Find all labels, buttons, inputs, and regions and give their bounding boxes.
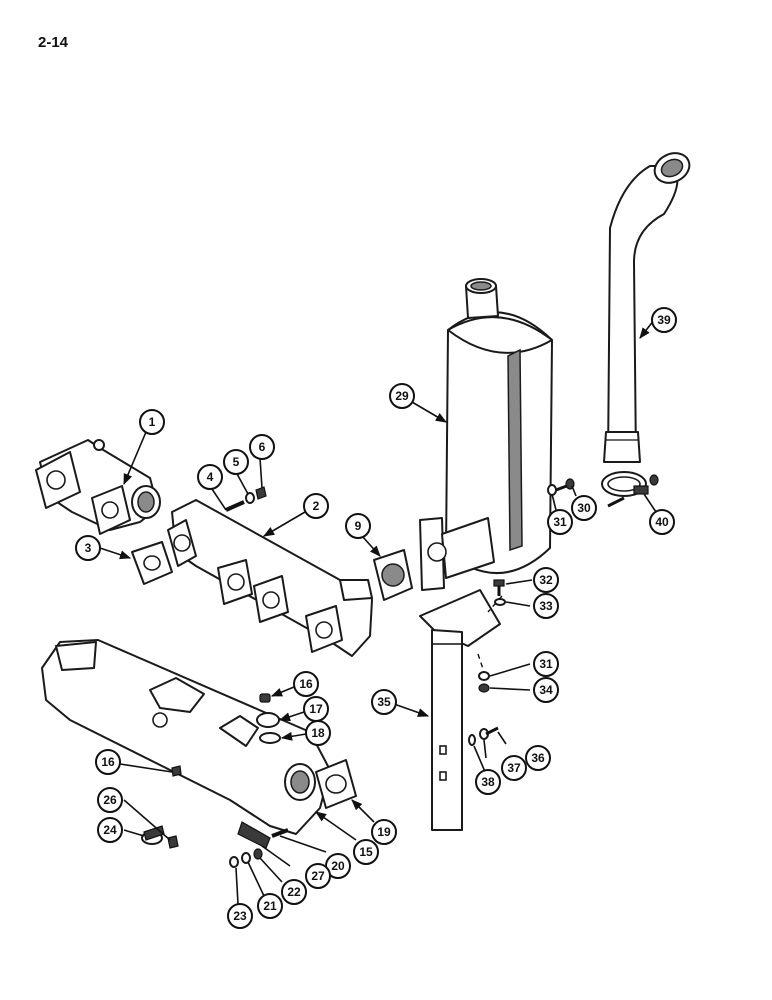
svg-text:26: 26 — [103, 793, 117, 807]
callout-30: 30 — [571, 495, 597, 521]
svg-text:35: 35 — [377, 695, 391, 709]
svg-text:31: 31 — [553, 515, 567, 529]
svg-text:34: 34 — [539, 683, 553, 697]
drain-cock-parts-24-26 — [141, 825, 179, 849]
gasket-part-19 — [315, 759, 357, 809]
exhaust-stack-part-39 — [603, 152, 691, 463]
callout-15: 15 — [353, 839, 379, 865]
svg-text:36: 36 — [531, 751, 545, 765]
callout-5: 5 — [223, 449, 249, 475]
svg-text:20: 20 — [331, 859, 345, 873]
callout-35: 35 — [371, 689, 397, 715]
callout-21: 21 — [257, 893, 283, 919]
callout-39: 39 — [651, 307, 677, 333]
svg-text:37: 37 — [507, 761, 521, 775]
callout-18: 18 — [305, 720, 331, 746]
support-bracket-part-35 — [419, 589, 501, 831]
callout-23: 23 — [227, 903, 253, 929]
callout-40: 40 — [649, 509, 675, 535]
callout-34: 34 — [533, 677, 559, 703]
callout-6: 6 — [249, 434, 275, 460]
svg-text:19: 19 — [377, 825, 391, 839]
leader-lines — [99, 319, 657, 905]
svg-text:15: 15 — [359, 845, 373, 859]
bolt-nut-parts-32-33 — [493, 579, 506, 606]
svg-text:24: 24 — [103, 823, 117, 837]
svg-text:9: 9 — [355, 519, 362, 533]
callout-26: 26 — [97, 787, 123, 813]
callout-2: 2 — [303, 493, 329, 519]
callout-31-upper: 31 — [547, 509, 573, 535]
callout-19: 19 — [371, 819, 397, 845]
svg-text:4: 4 — [207, 470, 214, 484]
svg-text:17: 17 — [309, 702, 323, 716]
callout-20: 20 — [325, 853, 351, 879]
fasteners-parts-31-34-36-38 — [468, 671, 499, 746]
svg-text:5: 5 — [233, 455, 240, 469]
callout-27: 27 — [305, 863, 331, 889]
svg-text:31: 31 — [539, 657, 553, 671]
svg-text:27: 27 — [311, 869, 325, 883]
callout-31-lower: 31 — [533, 651, 559, 677]
page-number: 2-14 — [38, 34, 69, 51]
svg-text:23: 23 — [233, 909, 247, 923]
svg-text:33: 33 — [539, 599, 553, 613]
svg-text:39: 39 — [657, 313, 671, 327]
svg-text:38: 38 — [481, 775, 495, 789]
svg-text:30: 30 — [577, 501, 591, 515]
svg-text:6: 6 — [259, 440, 266, 454]
intake-manifold-part-15 — [41, 639, 331, 835]
callout-24: 24 — [97, 817, 123, 843]
assembly-lines — [477, 595, 503, 673]
fittings-parts-16-18 — [171, 693, 281, 777]
callout-17: 17 — [303, 696, 329, 722]
exhaust-elbow-part-1 — [35, 439, 161, 535]
clamp-part-40 — [601, 471, 659, 508]
callout-36: 36 — [525, 745, 551, 771]
callout-22: 22 — [281, 879, 307, 905]
nuts-parts-21-23 — [229, 848, 263, 868]
callout-16-upper: 16 — [293, 671, 319, 697]
callout-1: 1 — [139, 409, 165, 435]
exhaust-manifold-part-2 — [167, 499, 373, 657]
svg-text:16: 16 — [299, 677, 313, 691]
callout-29: 29 — [389, 383, 415, 409]
callout-3: 3 — [75, 535, 101, 561]
callout-33: 33 — [533, 593, 559, 619]
callout-16-lower: 16 — [95, 749, 121, 775]
svg-text:40: 40 — [655, 515, 669, 529]
svg-text:2: 2 — [313, 499, 320, 513]
svg-text:18: 18 — [311, 726, 325, 740]
stud-washer-nut-parts-4-6 — [225, 486, 267, 512]
gasket-part-9 — [373, 549, 413, 601]
svg-text:21: 21 — [263, 899, 277, 913]
gasket-part-3 — [131, 541, 173, 585]
bolt-washer-parts-30-31 — [547, 478, 575, 496]
callout-9: 9 — [345, 513, 371, 539]
svg-text:1: 1 — [149, 415, 156, 429]
callout-38: 38 — [475, 769, 501, 795]
callout-4: 4 — [197, 464, 223, 490]
svg-text:32: 32 — [539, 573, 553, 587]
callout-37: 37 — [501, 755, 527, 781]
svg-text:3: 3 — [85, 541, 92, 555]
svg-text:29: 29 — [395, 389, 409, 403]
callout-32: 32 — [533, 567, 559, 593]
muffler-part-29 — [419, 278, 553, 591]
svg-text:22: 22 — [287, 885, 301, 899]
svg-text:16: 16 — [101, 755, 115, 769]
